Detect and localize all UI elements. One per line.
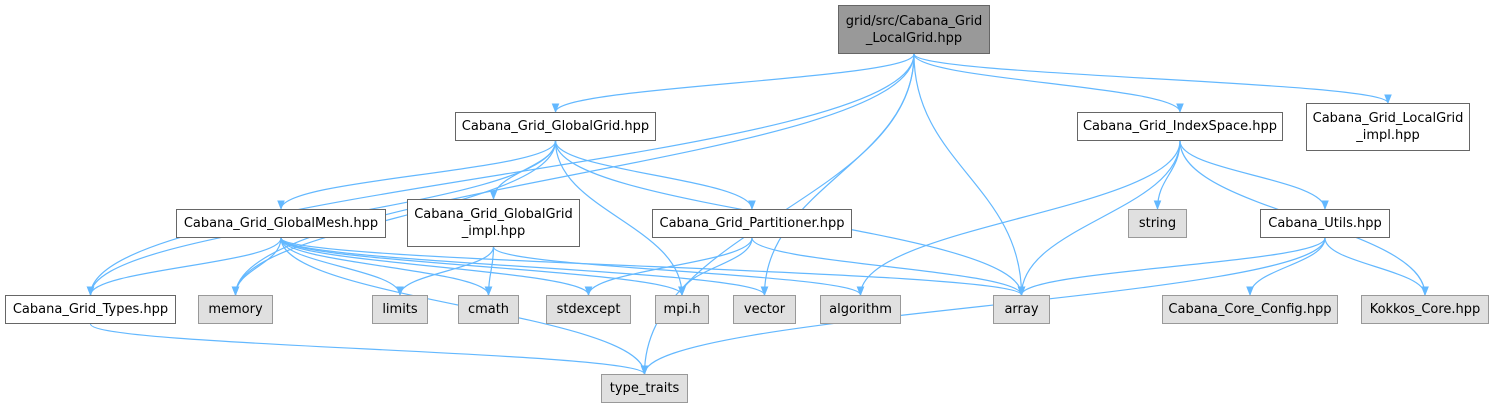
node-cabana-utils[interactable]: Cabana_Utils.hpp xyxy=(1260,209,1390,238)
node-vector: vector xyxy=(733,295,796,324)
edge-localgrid-to-memory xyxy=(231,53,915,296)
node-label-line: limits xyxy=(382,302,418,317)
edge-partitioner-to-mpi xyxy=(678,237,753,296)
edge-globalgrid-to-partitioner xyxy=(554,140,756,210)
edge-globalmesh-to-limits xyxy=(280,237,404,296)
edge-partitioner-to-array xyxy=(751,237,1026,296)
node-label-line: stdexcept xyxy=(556,302,621,317)
node-label-line: mpi.h xyxy=(663,302,701,317)
edge-globalgrid_impl-to-cmath xyxy=(484,246,495,296)
node-local-grid-root: grid/src/Cabana_Grid_LocalGrid.hpp xyxy=(838,5,990,54)
node-array: array xyxy=(993,295,1050,324)
node-cmath: cmath xyxy=(458,295,519,324)
edge-localgrid-to-indexspace xyxy=(913,53,1184,113)
node-label-line: memory xyxy=(208,302,263,317)
node-label-line: algorithm xyxy=(829,302,892,317)
node-global-grid[interactable]: Cabana_Grid_GlobalGrid.hpp xyxy=(455,112,656,141)
edge-partitioner-to-stdexcept xyxy=(584,237,753,296)
node-label-line: Cabana_Grid_Partitioner.hpp xyxy=(659,216,845,231)
node-label-line: Kokkos_Core.hpp xyxy=(1369,302,1481,317)
node-memory: memory xyxy=(198,295,273,324)
node-label-line: Cabana_Grid_GlobalGrid.hpp xyxy=(461,119,650,134)
node-label-line: string xyxy=(1138,216,1177,231)
node-label-line: _impl.hpp xyxy=(461,224,526,239)
node-label-line: _LocalGrid.hpp xyxy=(865,30,963,46)
node-label-line: Cabana_Grid_GlobalGrid xyxy=(414,207,573,222)
edge-localgrid-to-types xyxy=(86,53,915,296)
node-label-line: grid/src/Cabana_Grid xyxy=(845,13,983,29)
edge-globalmesh-to-memory xyxy=(231,237,282,296)
node-string: string xyxy=(1128,209,1187,238)
node-label-line: vector xyxy=(743,302,786,317)
edge-globalmesh-to-vector xyxy=(280,237,769,296)
node-global-mesh[interactable]: Cabana_Grid_GlobalMesh.hpp xyxy=(176,209,386,238)
edge-utils-to-kokkos xyxy=(1324,237,1429,296)
node-label-line: cmath xyxy=(467,302,510,317)
node-global-grid-impl[interactable]: Cabana_Grid_GlobalGrid _impl.hpp xyxy=(407,199,580,247)
node-core-config: Cabana_Core_Config.hpp xyxy=(1162,295,1338,324)
edge-indexspace-to-algorithm xyxy=(856,140,1181,296)
edge-globalmesh-to-array xyxy=(280,237,1026,296)
edge-globalgrid-to-memory xyxy=(231,140,557,296)
node-grid-types[interactable]: Cabana_Grid_Types.hpp xyxy=(5,295,176,324)
edge-globalmesh-to-types xyxy=(86,237,282,296)
edge-globalmesh-to-stdexcept xyxy=(280,237,593,296)
edge-localgrid-to-globalgrid xyxy=(551,53,915,113)
node-kokkos-core: Kokkos_Core.hpp xyxy=(1361,295,1489,324)
node-type-traits: type_traits xyxy=(601,374,688,403)
edge-globalmesh-to-mpi xyxy=(280,237,686,296)
edge-globalgrid_impl-to-algorithm xyxy=(492,246,865,296)
edge-globalgrid_impl-to-limits xyxy=(396,246,495,296)
node-label-line: Cabana_Grid_IndexSpace.hpp xyxy=(1082,119,1278,134)
node-label-line: _impl.hpp xyxy=(1356,128,1420,143)
node-limits: limits xyxy=(372,295,428,324)
edge-indexspace-to-array xyxy=(1017,140,1181,296)
node-local-grid-impl[interactable]: Cabana_Grid_LocalGrid _impl.hpp xyxy=(1306,103,1470,151)
edge-types-to-type_traits xyxy=(89,323,649,375)
edge-utils-to-type_traits xyxy=(640,237,1326,375)
node-partitioner[interactable]: Cabana_Grid_Partitioner.hpp xyxy=(652,209,852,238)
edge-utils-to-core_config xyxy=(1246,237,1326,296)
node-label-line: type_traits xyxy=(609,381,680,396)
node-label-line: Cabana_Core_Config.hpp xyxy=(1168,302,1332,317)
node-index-space[interactable]: Cabana_Grid_IndexSpace.hpp xyxy=(1077,112,1283,141)
node-label-line: Cabana_Utils.hpp xyxy=(1268,216,1382,231)
node-mpi-h: mpi.h xyxy=(655,295,709,324)
node-label-line: array xyxy=(1004,302,1039,317)
node-label-line: Cabana_Grid_GlobalMesh.hpp xyxy=(183,216,379,231)
edge-localgrid-to-localgrid_impl xyxy=(913,53,1392,104)
node-label-line: Cabana_Grid_LocalGrid xyxy=(1312,111,1464,126)
node-label-line: Cabana_Grid_Types.hpp xyxy=(12,302,169,317)
edge-localgrid-to-array xyxy=(913,53,1026,296)
node-algorithm: algorithm xyxy=(820,295,901,324)
edge-indexspace-to-utils xyxy=(1179,140,1329,210)
node-stdexcept: stdexcept xyxy=(546,295,631,324)
edge-utils-to-array xyxy=(1017,237,1326,296)
edge-globalgrid-to-globalmesh xyxy=(277,140,557,210)
edge-globalmesh-to-cmath xyxy=(280,237,493,296)
